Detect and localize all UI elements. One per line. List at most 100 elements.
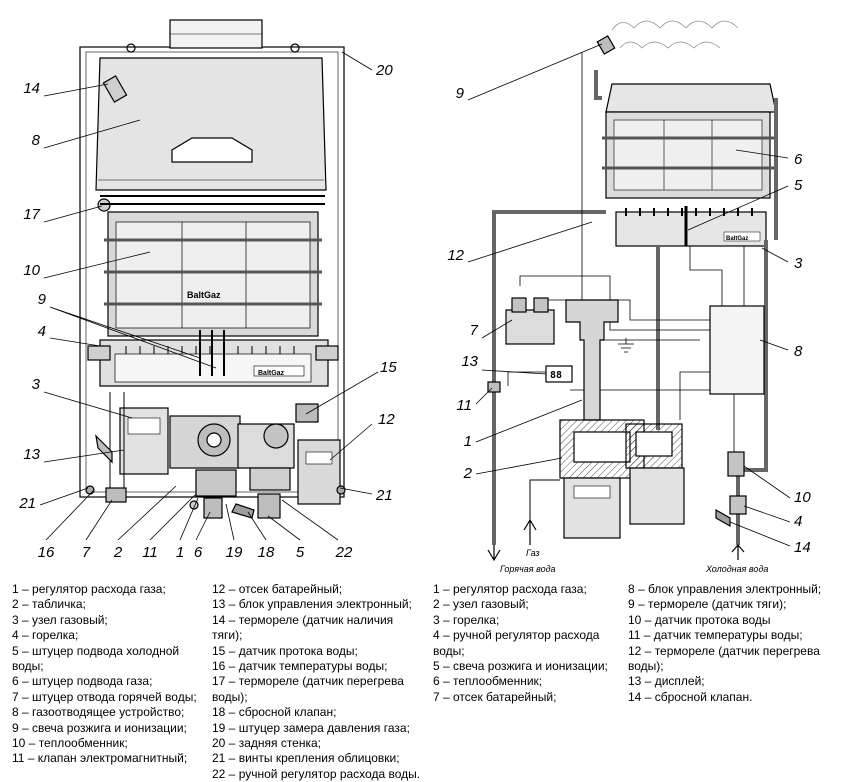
legend-item: 10 – теплообменник;	[12, 736, 128, 751]
callout-right-14: 14	[794, 539, 811, 556]
schematic-battery-compartment	[505, 309, 555, 345]
label-hot-water: Горячая вода	[500, 564, 556, 574]
schematic-gas-regulator	[565, 299, 619, 421]
left-leaders	[39, 51, 379, 541]
hot-water-outlet	[105, 487, 127, 503]
schematic-control-unit	[709, 305, 765, 395]
schematic-flue-hood	[605, 83, 777, 113]
legend-item: 19 – штуцер замера давления газа;	[212, 720, 410, 735]
callout-left-2: 2	[113, 544, 123, 561]
right-callouts: 9 12 7 13 11 1 2 6 5 3 8 10 4 14 Горячая…	[447, 85, 811, 574]
legend-item: 21 – винты крепления облицовки;	[212, 751, 400, 766]
callout-left-11: 11	[142, 544, 158, 561]
callout-left-15: 15	[380, 359, 397, 376]
boiler-diagram: BaltGaz BaltGaz	[18, 19, 811, 574]
callout-right-9: 9	[456, 85, 465, 102]
mount-hole	[126, 43, 136, 53]
display-digits: 88	[550, 370, 562, 381]
callout-right-13: 13	[461, 353, 478, 370]
legend-column-4: 8 – блок управления электронный;9 – терм…	[628, 582, 838, 705]
callout-right-12: 12	[447, 247, 464, 264]
callout-left-7: 7	[82, 544, 91, 561]
legend-item: 7 – штуцер отвода горячей воды;	[12, 689, 197, 704]
callout-left-16: 16	[38, 544, 55, 561]
gas-arrow	[523, 518, 537, 545]
legend-item: 11 – датчик температуры воды;	[628, 628, 803, 643]
legend-item: 12 – отсек батарейный;	[212, 582, 343, 596]
schematic-burner-brand: BaltGaz	[726, 236, 748, 242]
legend-item: 11 – клапан электромагнитный;	[12, 751, 188, 766]
legend-item: 1 – регулятор расхода газа;	[433, 582, 587, 596]
right-leaders	[467, 43, 791, 547]
legend-item: 20 – задняя стенка;	[212, 736, 322, 751]
legend-item: 14 – термореле (датчик наличия тяги);	[212, 612, 394, 643]
callout-left-1: 1	[176, 544, 184, 561]
callout-left-19: 19	[226, 544, 243, 561]
callout-left-9: 9	[38, 291, 47, 308]
legend-item: 4 – ручной регулятор расхода воды;	[433, 628, 600, 658]
callout-left-5: 5	[296, 544, 305, 561]
hot-water-pipe	[492, 210, 606, 545]
callout-right-1: 1	[464, 433, 472, 450]
legend-item: 1 – регулятор расхода газа;	[12, 582, 166, 596]
legend-item: 5 – штуцер подвода холодной воды;	[12, 643, 180, 674]
right-boiler-schematic: BaltGaz 88	[487, 20, 778, 562]
callout-left-21b: 21	[375, 487, 393, 504]
schematic-draught-thermostat	[596, 35, 616, 55]
gas-inlet	[203, 497, 223, 519]
legend-column-3: 1 – регулятор расхода газа;2 – узел газо…	[433, 582, 618, 705]
legend-item: 10 – датчик протока воды	[628, 612, 771, 627]
legend-item: 14 – сбросной клапан.	[628, 689, 753, 704]
legend-item: 13 – блок управления электронный;	[212, 597, 412, 612]
legend-column-2: 12 – отсек батарейный;13 – блок управлен…	[212, 582, 422, 782]
flue-hood	[95, 57, 327, 191]
legend-item: 9 – свеча розжига и ионизации;	[12, 720, 187, 735]
battery-compartment	[297, 439, 341, 505]
schematic-relief-valve	[715, 508, 731, 528]
hood-opening	[171, 137, 253, 163]
callout-left-18: 18	[258, 544, 275, 561]
legend-item: 22 – ручной регулятор расхода воды.	[212, 766, 421, 781]
callout-right-11: 11	[456, 397, 472, 414]
schematic-water-regulator	[729, 495, 747, 515]
solenoid-valve	[195, 469, 237, 497]
heat-exchanger-brand: BaltGaz	[187, 290, 221, 300]
hot-water-arrow	[487, 545, 501, 562]
mount-hole	[290, 43, 300, 53]
label-gas: Газ	[526, 548, 540, 558]
left-callouts: 14 8 17 10 9 4 3 13 21 16 7 2 11 1 6 19 …	[18, 62, 397, 561]
callout-right-6: 6	[794, 151, 803, 168]
legend-item: 8 – газоотводящее устройство;	[12, 705, 185, 720]
legend-item: 7 – отсек батарейный;	[433, 689, 557, 704]
callout-right-7: 7	[470, 322, 479, 339]
callout-left-3: 3	[32, 376, 41, 393]
ignition-electrodes	[199, 330, 225, 376]
callout-left-12: 12	[378, 411, 395, 428]
callout-left-6: 6	[194, 544, 203, 561]
callout-right-10: 10	[794, 489, 811, 506]
legend-item: 3 – горелка;	[433, 612, 500, 627]
burner-brand: BaltGaz	[258, 370, 285, 377]
legend-item: 8 – блок управления электронный;	[628, 582, 822, 596]
callout-left-10: 10	[23, 262, 40, 279]
legend-item: 13 – дисплей;	[628, 674, 705, 689]
callout-right-3: 3	[794, 255, 803, 272]
legend-item: 6 – теплообменник;	[433, 674, 543, 689]
legend-item: 2 – узел газовый;	[433, 597, 529, 612]
legend-item: 16 – датчик температуры воды;	[212, 659, 388, 674]
legend-item: 15 – датчик протока воды;	[212, 643, 358, 658]
legend-item: 12 – термореле (датчик перегрева воды);	[628, 643, 820, 674]
legend-item: 9 – термореле (датчик тяги);	[628, 597, 787, 612]
callout-right-5: 5	[794, 177, 803, 194]
callout-left-17: 17	[23, 206, 40, 223]
callout-right-8: 8	[794, 343, 803, 360]
draught-thermostat	[102, 75, 128, 103]
legend-item: 6 – штуцер подвода газа;	[12, 674, 153, 689]
callout-left-13: 13	[23, 446, 40, 463]
callout-left-20: 20	[375, 62, 393, 79]
callout-right-4: 4	[794, 513, 802, 530]
left-boiler-drawing: BaltGaz BaltGaz	[79, 19, 346, 519]
schematic-flow-sensor	[727, 451, 745, 477]
legend-column-1: 1 – регулятор расхода газа;2 – табличка;…	[12, 582, 208, 767]
callout-left-4: 4	[38, 323, 46, 340]
